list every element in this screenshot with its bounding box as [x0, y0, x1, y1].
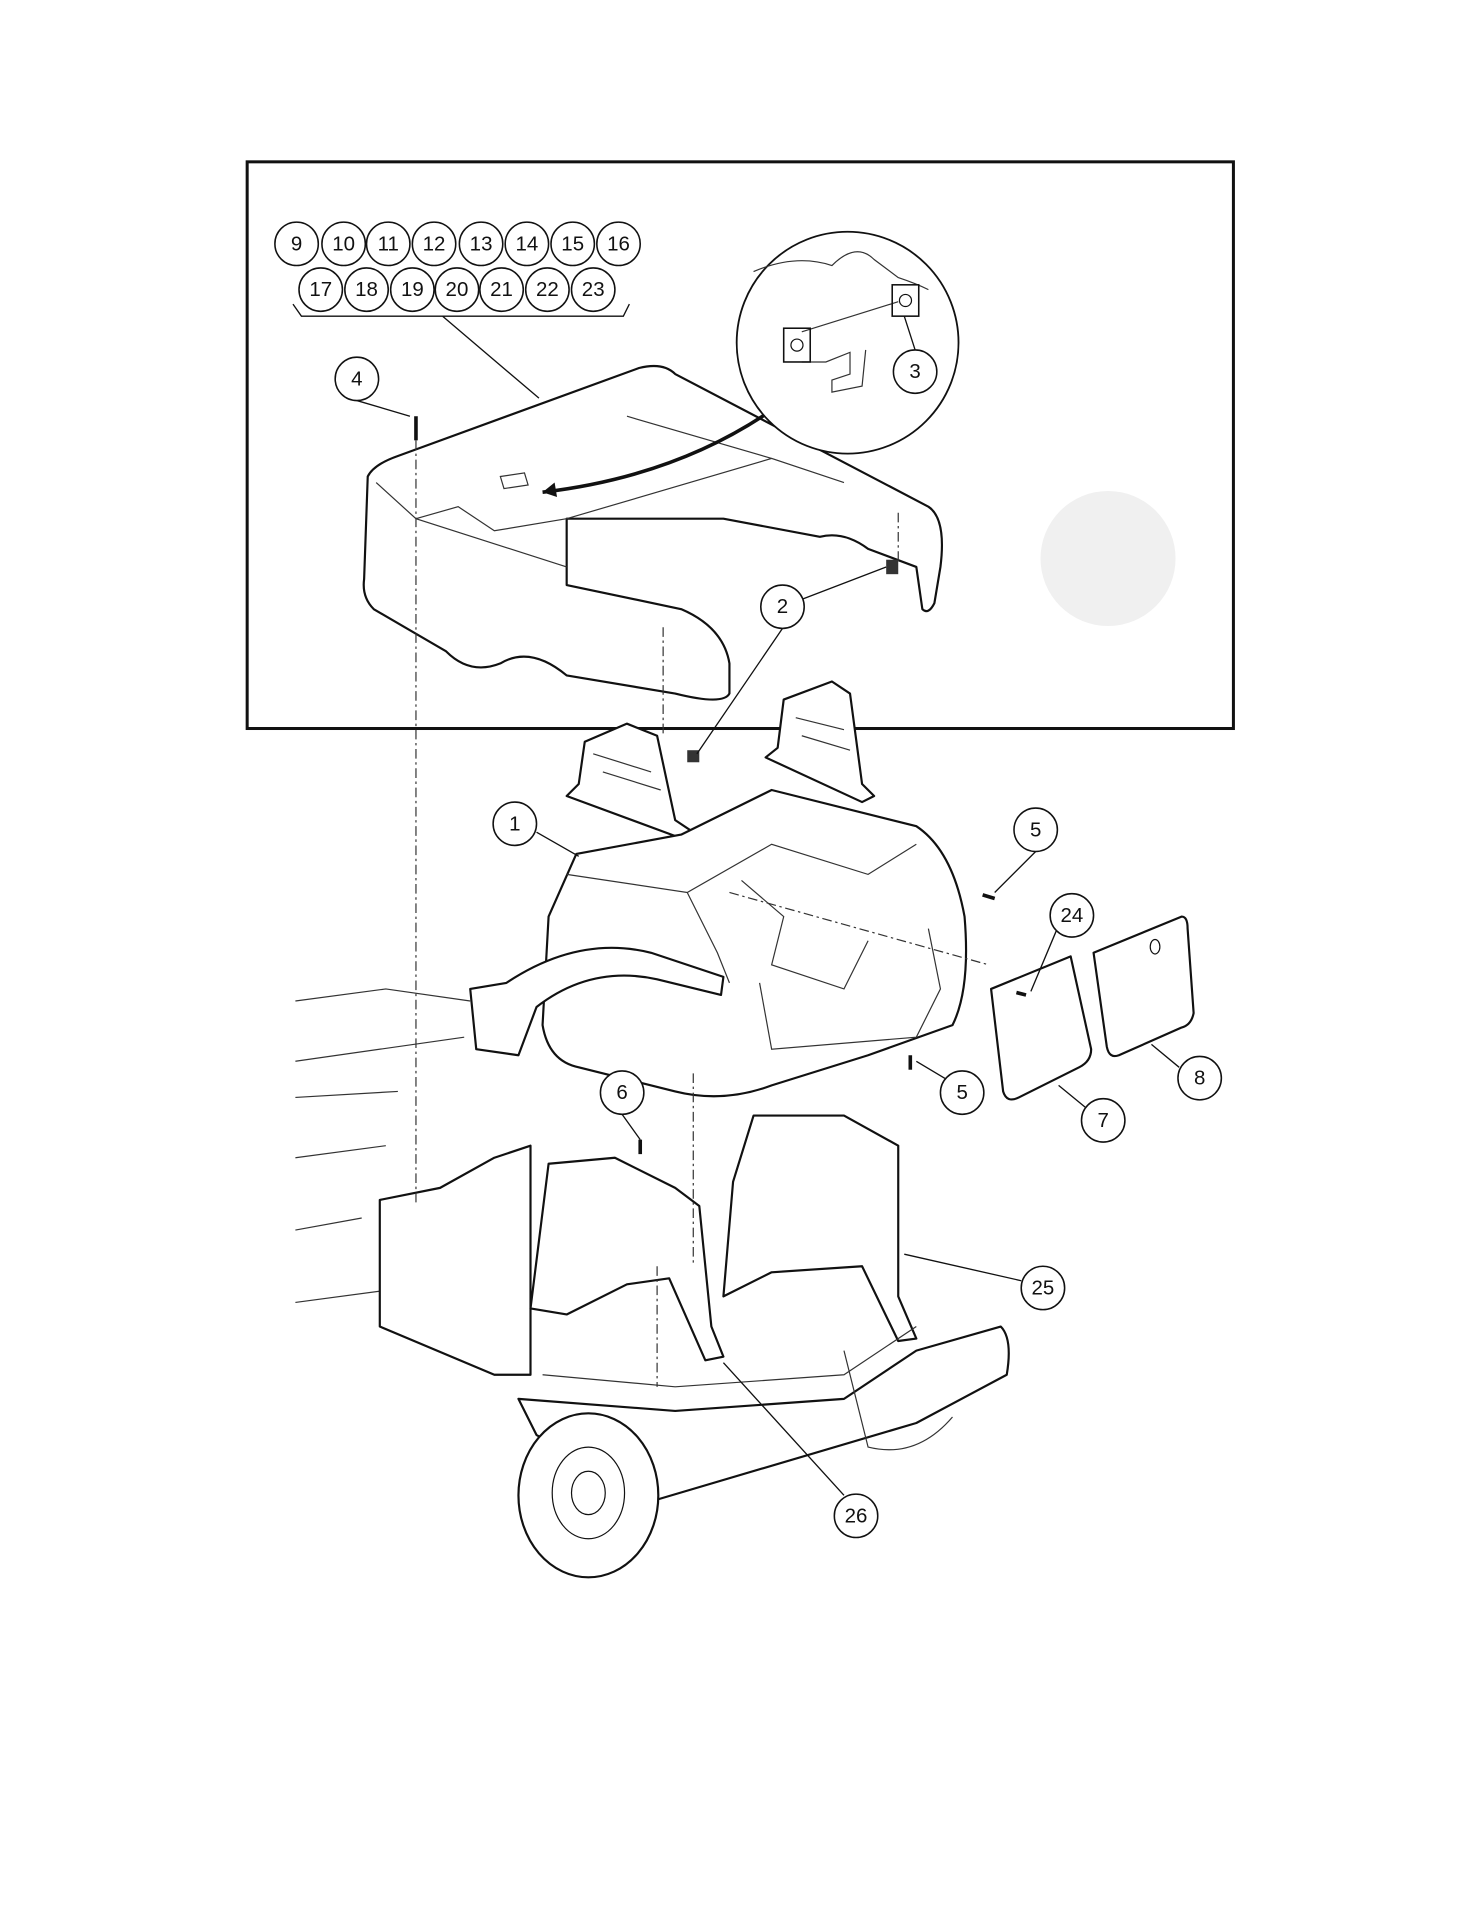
- svg-text:12: 12: [423, 232, 446, 255]
- inset-frame: [245, 160, 1235, 731]
- callout-22: 22: [524, 267, 570, 313]
- callout-6: 6: [599, 1070, 645, 1116]
- callout-13: 13: [458, 221, 504, 267]
- callout-25: 25: [1020, 1265, 1066, 1311]
- callout-7: 7: [1080, 1097, 1126, 1143]
- svg-text:20: 20: [446, 278, 469, 301]
- callout-21: 21: [479, 267, 525, 313]
- callout-10: 10: [321, 221, 367, 267]
- svg-text:18: 18: [355, 278, 378, 301]
- wheel: [517, 1412, 660, 1579]
- callout-9: 9: [274, 221, 320, 267]
- detail-circle: [735, 230, 960, 455]
- callout-23: 23: [570, 267, 616, 313]
- callout-14: 14: [504, 221, 550, 267]
- svg-text:22: 22: [536, 278, 559, 301]
- svg-text:19: 19: [401, 278, 424, 301]
- access-panel-7: [989, 955, 1093, 1101]
- svg-text:25: 25: [1032, 1276, 1055, 1299]
- callout-2: 2: [760, 584, 805, 630]
- screws: [414, 416, 1027, 1155]
- svg-text:4: 4: [351, 367, 362, 390]
- access-panel-8: [1092, 915, 1195, 1058]
- callout-4: 4: [334, 356, 380, 402]
- svg-text:14: 14: [515, 232, 538, 255]
- svg-text:5: 5: [956, 1081, 967, 1104]
- svg-text:11: 11: [378, 232, 399, 255]
- seat-hinges: [565, 680, 876, 840]
- part-callouts: 1 2 3 4 5 5 6 7 8 24 25 26: [334, 349, 1223, 1539]
- callout-17: 17: [298, 267, 344, 313]
- callout-26: 26: [833, 1493, 879, 1539]
- callout-3: 3: [892, 349, 938, 395]
- watermark-circle: [1040, 490, 1176, 627]
- svg-text:10: 10: [332, 232, 355, 255]
- seat-bottom-shell: [362, 364, 944, 701]
- svg-text:24: 24: [1060, 904, 1083, 927]
- callout-12: 12: [411, 221, 457, 267]
- svg-text:6: 6: [616, 1081, 627, 1104]
- svg-text:17: 17: [309, 278, 332, 301]
- callout-24: 24: [1049, 892, 1095, 938]
- callout-5-upper: 5: [1013, 807, 1059, 853]
- svg-text:23: 23: [582, 278, 605, 301]
- chassis-frame: [295, 988, 1010, 1579]
- svg-text:7: 7: [1098, 1109, 1109, 1132]
- callout-19: 19: [389, 267, 435, 313]
- svg-text:15: 15: [561, 232, 584, 255]
- svg-text:3: 3: [909, 360, 920, 383]
- svg-text:2: 2: [777, 595, 788, 618]
- svg-text:26: 26: [845, 1504, 868, 1527]
- inset-callouts: 9 10 11 12 13 14 15 16 17 18 19 20 21 22…: [274, 221, 642, 313]
- svg-text:1: 1: [509, 812, 520, 835]
- callout-5-lower: 5: [939, 1070, 985, 1116]
- callout-18: 18: [344, 267, 390, 313]
- callout-11: 11: [365, 221, 411, 267]
- callout-1: 1: [492, 801, 538, 847]
- callout-15: 15: [550, 221, 596, 267]
- svg-text:21: 21: [490, 278, 513, 301]
- callout-16: 16: [596, 221, 642, 267]
- svg-text:13: 13: [470, 232, 493, 255]
- callout-20: 20: [434, 267, 480, 313]
- svg-text:9: 9: [291, 232, 302, 255]
- svg-text:5: 5: [1030, 818, 1041, 841]
- leader-lines: [292, 303, 1180, 1496]
- callout-8: 8: [1177, 1055, 1223, 1101]
- rear-body: [469, 788, 968, 1098]
- svg-text:16: 16: [607, 232, 630, 255]
- svg-text:8: 8: [1194, 1067, 1205, 1090]
